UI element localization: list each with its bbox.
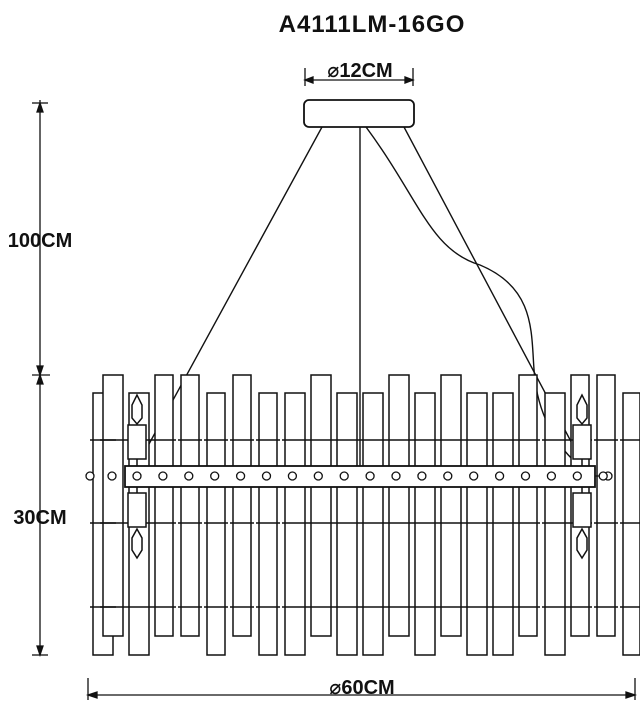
- model-title: A4111LM-16GO: [279, 11, 466, 38]
- crystal-bar: [154, 374, 174, 637]
- crystal-bar: [596, 374, 616, 637]
- canopy-diameter-label: ⌀12CM: [327, 60, 392, 82]
- ring-fitting: [261, 471, 272, 481]
- ring-fitting: [520, 471, 531, 481]
- ring-fitting: [313, 471, 323, 481]
- ring-fitting: [391, 471, 401, 481]
- lamp-holder-left: [127, 393, 147, 560]
- ring-fitting: [443, 471, 453, 481]
- crystal-bars: [90, 374, 640, 656]
- body-diameter-label: ⌀60CM: [329, 677, 394, 699]
- ring-fitting: [210, 471, 220, 481]
- crystal-bar: [284, 392, 306, 656]
- crystal-bar: [206, 392, 226, 656]
- crystal-bar: [466, 392, 488, 656]
- suspension-wires: [136, 126, 585, 467]
- crystal-bar: [362, 392, 384, 656]
- crystal-bar: [492, 392, 514, 656]
- ring-fitting: [417, 471, 427, 481]
- ring-fitting: [546, 471, 557, 481]
- ring-fitting: [132, 471, 142, 481]
- crystal-bar: [544, 392, 566, 656]
- crystal-bar: [180, 374, 200, 637]
- ring-fitting: [287, 471, 298, 481]
- crystal-bar: [310, 374, 332, 637]
- ring-fitting: [184, 471, 194, 481]
- drop-dimension: [32, 100, 50, 658]
- ring-fitting: [598, 471, 608, 481]
- body-height-label: 30CM: [13, 507, 66, 529]
- drop-length-label: 100CM: [8, 230, 72, 252]
- crystal-bar: [414, 392, 436, 656]
- crystal-bar: [622, 392, 640, 656]
- crystal-bar: [388, 374, 410, 637]
- ring-fitting: [85, 471, 95, 481]
- crystal-bar: [440, 374, 462, 637]
- ring-fitting: [469, 471, 479, 481]
- crystal-bar: [518, 374, 538, 637]
- crystal-bar: [336, 392, 358, 656]
- ring-fitting: [494, 471, 505, 481]
- ring-fitting: [572, 471, 582, 481]
- ring-fitting: [235, 471, 246, 481]
- ring-fitting: [339, 471, 349, 481]
- canopy-dimension: [303, 68, 415, 86]
- ring-fitting: [107, 471, 117, 481]
- crystal-bar: [258, 392, 278, 656]
- crystal-bar: [102, 374, 124, 637]
- ring-fitting: [365, 471, 375, 481]
- crystal-bar: [232, 374, 252, 637]
- ring-fitting: [158, 471, 168, 481]
- body-dimension: [85, 678, 638, 700]
- canopy: [303, 99, 415, 128]
- lamp-holder-right: [572, 393, 592, 560]
- ring-fittings: [85, 471, 608, 481]
